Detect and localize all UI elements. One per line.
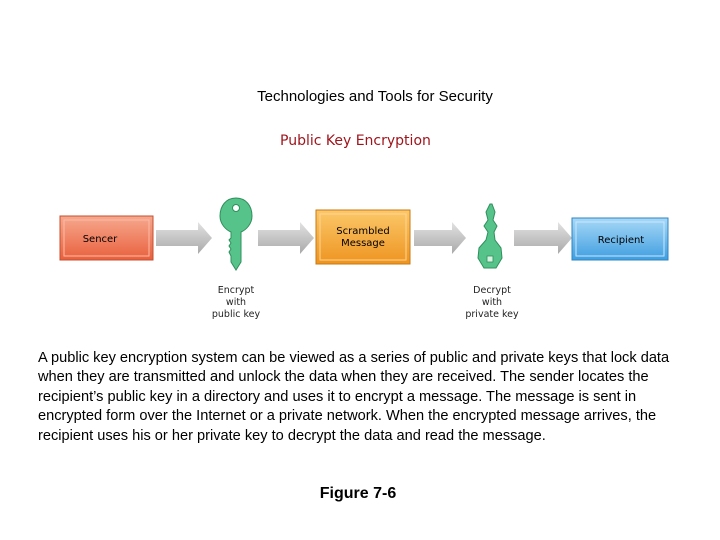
diagram-title: Public Key Encryption	[280, 133, 431, 149]
figure-caption: Figure 7-6	[319, 485, 397, 502]
diagram-graphics	[59, 197, 669, 271]
recipient-box	[571, 217, 669, 261]
private-key-icon	[477, 203, 503, 269]
description-text: A public key encryption system can be vi…	[38, 350, 670, 444]
arrow-sender-to-key	[156, 222, 212, 254]
sender-box	[59, 215, 154, 261]
sender-label: Sencer	[82, 234, 118, 245]
recipient-label: Recipient	[597, 235, 645, 246]
arrow-key-to-recipient	[514, 222, 572, 254]
arrow-key-to-message	[258, 222, 314, 254]
scrambled-message-label: Scrambled Message	[336, 226, 390, 249]
public-key-icon	[219, 197, 253, 271]
arrow-message-to-key	[414, 222, 466, 254]
encrypt-caption: Encrypt with public key	[211, 285, 261, 320]
scrambled-message-box	[315, 209, 411, 265]
decrypt-caption: Decrypt with private key	[465, 285, 519, 320]
encryption-diagram: Sencer Scrambled Message Recipient Encry…	[0, 190, 720, 330]
page-title: Technologies and Tools for Security	[257, 88, 493, 105]
